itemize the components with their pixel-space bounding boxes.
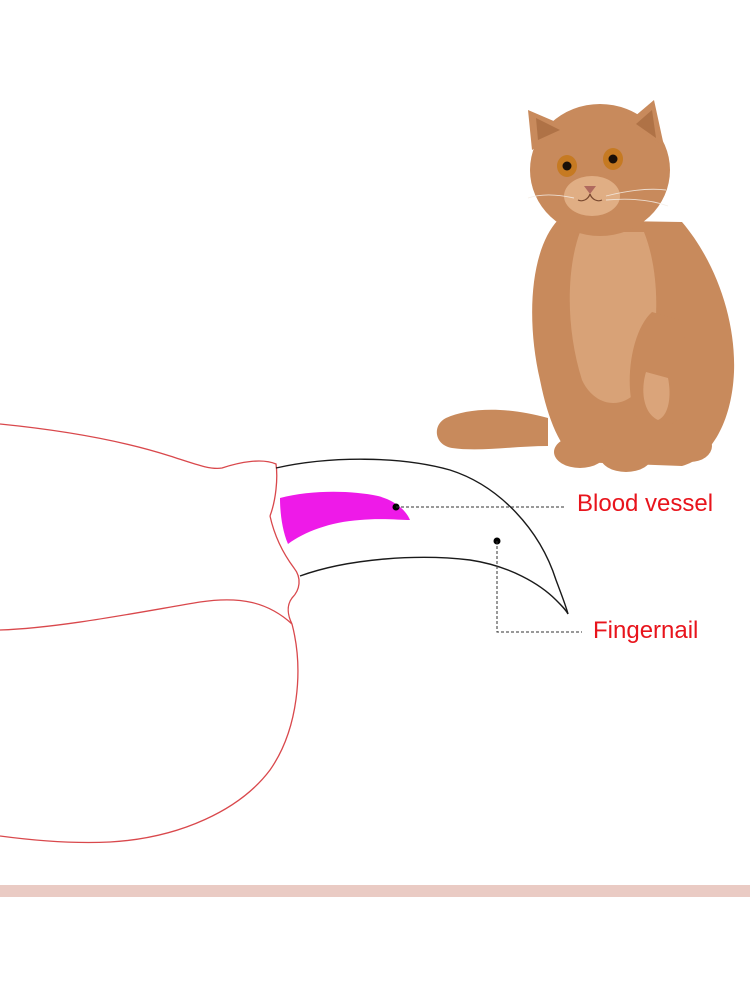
cat-tail (436, 409, 548, 450)
cat-whiskers (527, 188, 669, 207)
paw-lower-toe (0, 623, 299, 844)
blood-vessel-label: Blood vessel (577, 490, 714, 517)
cat-nose (584, 186, 596, 194)
paw-outline (0, 423, 300, 844)
cat-ear-right-inner (636, 110, 656, 138)
cat-front-paw-left (554, 436, 606, 468)
cat-illustration (436, 100, 735, 472)
cat-muzzle (564, 176, 620, 216)
cat-head (530, 104, 670, 236)
cat-pupil-right (608, 154, 618, 164)
cat-hind-paw (668, 430, 712, 462)
cat-ear-left-inner (536, 118, 560, 140)
paw-nail-bed (269, 515, 300, 625)
paw-pad-top (0, 599, 293, 631)
nail-outline (275, 458, 569, 615)
cat-front-paw-right (600, 440, 652, 472)
fingernail-leader (496, 541, 582, 633)
cat-mouth (577, 193, 603, 202)
fingernail-label: Fingernail (593, 617, 699, 644)
cat-pupil-left (562, 161, 572, 171)
callout-leaders (392, 503, 582, 633)
nail-lower-curve (299, 556, 569, 615)
paw-upper-toe (0, 423, 278, 517)
cat-raised-paw-highlight (643, 372, 670, 420)
nail-upper-curve (275, 458, 569, 615)
blood-vessel-shape (280, 491, 410, 544)
bottom-divider-band (0, 885, 750, 897)
